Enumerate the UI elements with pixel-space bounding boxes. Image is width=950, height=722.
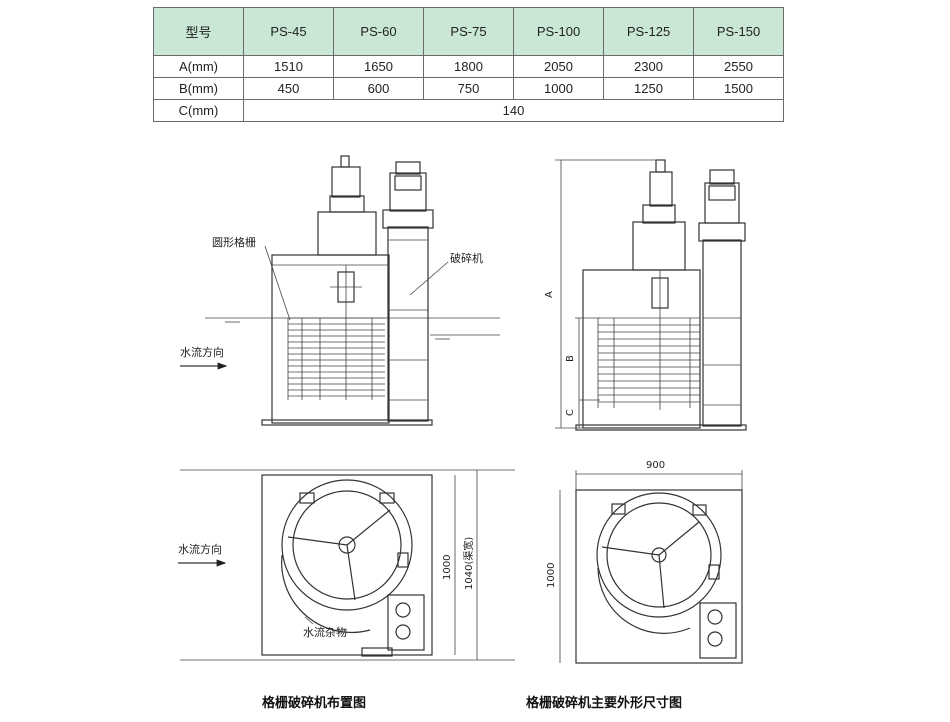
dim-plan-height-right: 1000 — [546, 563, 557, 588]
label-flow-direction: 水流方向 — [180, 345, 224, 359]
table-header-row: 型号 PS-45 PS-60 PS-75 PS-100 PS-125 PS-15… — [153, 7, 784, 56]
right-plan-drawing: 900 1000 — [546, 460, 743, 664]
label-debris: 水流杂物 — [303, 625, 347, 639]
dim-plan-width: 900 — [646, 460, 665, 471]
dim-plan-height: 1000 — [442, 555, 453, 580]
left-elevation-drawing: 圆形格栅 破碎机 水流方向 — [180, 155, 500, 426]
table-cell: 1800 — [423, 55, 514, 78]
left-plan-drawing: 水流方向 水流杂物 1000 1040(渠宽) — [178, 469, 515, 661]
spec-table: 型号 PS-45 PS-60 PS-75 PS-100 PS-125 PS-15… — [153, 7, 784, 122]
dim-c: C — [565, 409, 576, 416]
dim-channel-width: 1040(渠宽) — [462, 537, 475, 590]
table-cell: 1500 — [693, 77, 784, 100]
label-flow-direction-plan: 水流方向 — [178, 542, 222, 556]
header-ps-100: PS-100 — [513, 7, 604, 56]
header-model: 型号 — [153, 7, 244, 56]
dim-a: A — [544, 291, 555, 298]
header-ps-125: PS-125 — [603, 7, 694, 56]
header-ps-150: PS-150 — [693, 7, 784, 56]
caption-dimensions: 格栅破碎机主要外形尺寸图 — [526, 695, 682, 711]
table-row-c: C(mm) 140 — [153, 99, 784, 122]
row-label-a: A(mm) — [153, 55, 244, 78]
label-circular-grid: 圆形格栅 — [212, 235, 256, 249]
dim-b: B — [565, 355, 576, 362]
label-crusher: 破碎机 — [450, 251, 483, 265]
right-elevation-drawing: A B C — [544, 159, 747, 431]
row-label-b: B(mm) — [153, 77, 244, 100]
table-cell-merged: 140 — [243, 99, 784, 122]
caption-layout: 格栅破碎机布置图 — [262, 695, 366, 711]
table-cell: 600 — [333, 77, 424, 100]
